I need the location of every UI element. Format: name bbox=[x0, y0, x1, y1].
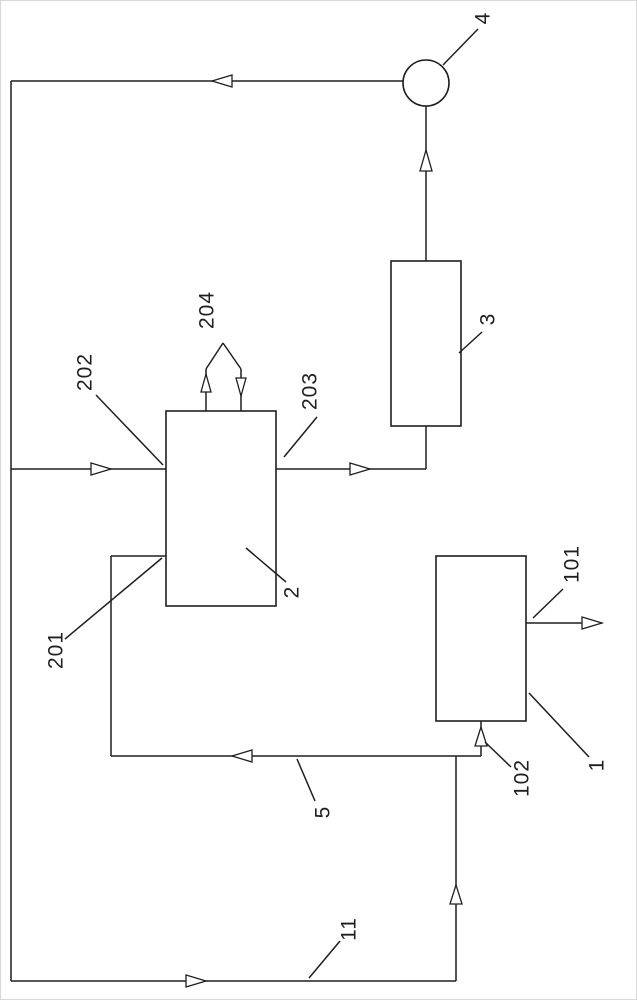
leader-label-4 bbox=[442, 28, 479, 66]
label-pipe-5: 5 bbox=[311, 805, 335, 819]
label-port-201: 201 bbox=[44, 630, 68, 670]
label-component-4: 4 bbox=[471, 11, 495, 25]
leader-label-5 bbox=[296, 758, 316, 802]
leader-label-2 bbox=[245, 547, 287, 583]
vent-204-merge-left bbox=[205, 342, 224, 370]
arrow-up-feed-riser-icon bbox=[449, 882, 463, 905]
vent-204-merge-right bbox=[222, 342, 242, 370]
leader-label-202 bbox=[95, 394, 164, 466]
arrow-right-port-101-icon bbox=[581, 616, 605, 630]
arrow-up-port-102-icon bbox=[474, 724, 488, 747]
arrow-left-top-return-icon bbox=[209, 74, 233, 88]
column-3-rect bbox=[390, 260, 462, 427]
arrow-down-vent-204-icon bbox=[235, 377, 247, 399]
label-port-204: 204 bbox=[195, 290, 219, 330]
leader-label-101 bbox=[532, 588, 564, 619]
arrow-up-into-pump4-icon bbox=[419, 147, 433, 172]
arrow-right-port-202-icon bbox=[90, 462, 114, 476]
arrow-up-vent-204-icon bbox=[200, 371, 212, 393]
leader-label-11 bbox=[308, 940, 341, 979]
label-component-3: 3 bbox=[476, 312, 500, 326]
leader-label-1 bbox=[528, 692, 590, 758]
label-component-1: 1 bbox=[585, 758, 609, 772]
label-port-203: 203 bbox=[298, 371, 322, 411]
pump-4-circle bbox=[402, 59, 450, 107]
arrow-right-feed-bottom-icon bbox=[185, 974, 209, 988]
arrow-right-port-203-icon bbox=[349, 462, 373, 476]
leader-label-203 bbox=[283, 416, 318, 458]
arrow-left-pipe-5-icon bbox=[229, 749, 253, 763]
leader-label-201 bbox=[64, 557, 163, 640]
label-port-202: 202 bbox=[73, 352, 97, 392]
label-port-102: 102 bbox=[510, 758, 534, 798]
label-feed-11: 11 bbox=[337, 917, 361, 941]
vessel-1-rect bbox=[435, 555, 527, 722]
leader-label-3 bbox=[458, 331, 483, 354]
label-component-2: 2 bbox=[280, 585, 304, 599]
leader-label-102 bbox=[484, 741, 512, 768]
vessel-2-rect bbox=[165, 410, 277, 607]
label-port-101: 101 bbox=[560, 544, 584, 584]
